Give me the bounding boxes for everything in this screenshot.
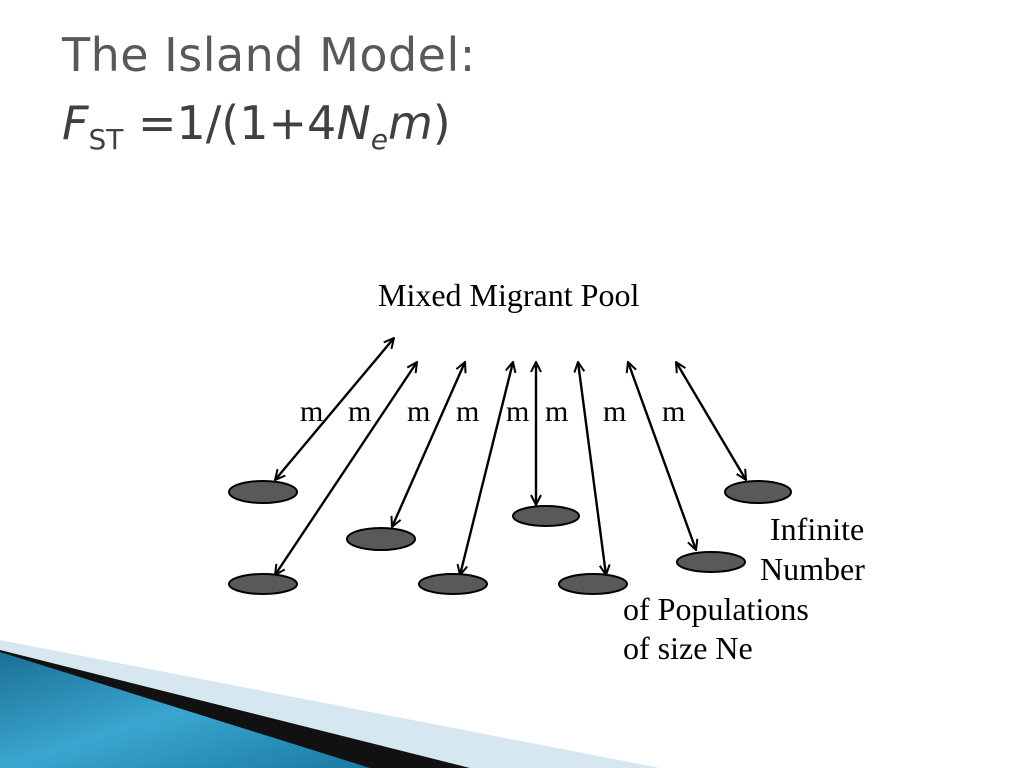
- populations-label-line: of size Ne: [623, 630, 753, 666]
- migration-arrow: [392, 362, 465, 527]
- migration-rate-label: m: [662, 395, 685, 428]
- population-island: [346, 527, 416, 551]
- formula-st: ST: [88, 123, 124, 156]
- wedge-blue-band: [0, 652, 370, 768]
- populations: [228, 480, 792, 595]
- population-island: [724, 480, 792, 504]
- title-formula: FST =1/(1+4Nem): [62, 96, 451, 156]
- population-island: [676, 551, 746, 573]
- migration-rate-label: m: [300, 395, 323, 428]
- populations-label-line: Number: [760, 551, 865, 587]
- migration-rate-label: m: [407, 395, 430, 428]
- migration-arrow: [275, 338, 394, 480]
- populations-label-line: Infinite: [770, 511, 864, 547]
- migration-rate-label: m: [545, 395, 568, 428]
- populations-label-line: of Populations: [623, 591, 809, 627]
- formula-f: F: [62, 96, 89, 150]
- migration-arrow: [628, 362, 696, 550]
- migration-arrow: [578, 362, 606, 575]
- migrant-pool-label: Mixed Migrant Pool: [378, 277, 639, 313]
- migration-rate-labels: m m m m m m m m: [300, 395, 685, 428]
- migration-arrow: [460, 362, 513, 575]
- migration-rate-label: m: [603, 395, 626, 428]
- population-island: [558, 573, 628, 595]
- migration-arrows: [275, 338, 746, 575]
- formula-e: e: [370, 123, 388, 156]
- populations-label: Infinite Number of Populations of size N…: [623, 511, 865, 666]
- formula-close: ): [432, 96, 451, 150]
- population-island: [418, 573, 488, 595]
- migration-rate-label: m: [506, 395, 529, 428]
- formula-m: m: [387, 96, 433, 150]
- population-island: [512, 505, 580, 527]
- migration-rate-label: m: [456, 395, 479, 428]
- population-island: [228, 480, 298, 504]
- population-island: [228, 573, 298, 595]
- migration-arrow: [676, 362, 746, 480]
- migration-rate-label: m: [348, 395, 371, 428]
- slide-title: The Island Model:: [62, 28, 476, 82]
- formula-n: N: [336, 96, 371, 150]
- formula-eq: =1/(1+4: [123, 96, 337, 150]
